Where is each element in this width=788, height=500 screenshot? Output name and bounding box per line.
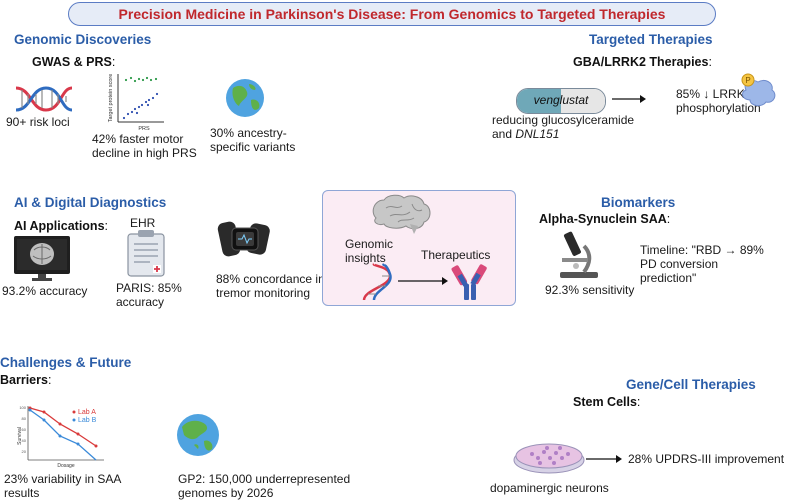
gene-heading: Gene/Cell Therapies xyxy=(626,377,756,392)
barriers-subheading: Barriers: xyxy=(0,373,52,387)
dna-strand-icon xyxy=(362,262,392,301)
svg-text:20: 20 xyxy=(22,449,27,454)
variability-text: 23% variability in SAA results xyxy=(4,472,121,500)
svg-text:100: 100 xyxy=(19,405,26,410)
chart-ylabel: Survival xyxy=(17,427,23,445)
ai-accuracy-text: 93.2% accuracy xyxy=(2,284,88,298)
gene-arrow-icon xyxy=(586,455,622,463)
smartwatch-icon xyxy=(217,221,270,257)
microscope-icon xyxy=(560,231,598,278)
sensitivity-text: 92.3% sensitivity xyxy=(545,283,635,297)
tremor-text: 88% concordance in tremor monitoring xyxy=(216,272,325,300)
gwas-prs-subheading: GWAS & PRS: xyxy=(32,55,116,69)
ai-applications-subheading: AI Applications: xyxy=(14,219,108,233)
clipboard-icon xyxy=(127,230,165,277)
monitor-brain-icon xyxy=(14,236,70,281)
antibody-icon xyxy=(451,264,487,300)
protein-icon: P xyxy=(741,73,776,107)
chart-xlabel: Dosage xyxy=(57,463,74,469)
center-arrow-icon xyxy=(398,277,448,285)
biomarkers-heading: Biomarkers xyxy=(601,195,676,210)
pill-label: venglustat xyxy=(533,93,589,107)
venglustat-pill: venglustat xyxy=(516,88,606,114)
survival-chart: 100 80 60 40 20 Survival Dosage Lab A Lab B xyxy=(17,405,104,469)
svg-text:60: 60 xyxy=(22,427,27,432)
globe-asia-icon xyxy=(177,414,219,456)
ehr-label: EHR xyxy=(130,216,156,230)
stem-cells-subheading: Stem Cells: xyxy=(573,395,641,409)
legend-lab-a: Lab A xyxy=(78,409,96,416)
neurons-text: dopaminergic neurons xyxy=(490,481,609,495)
prs-scatter-plot: Target protein score PRS xyxy=(108,74,164,132)
arrow-icon xyxy=(612,95,646,103)
risk-loci-text: 90+ risk loci xyxy=(6,115,70,129)
gba-lrrk2-subheading: GBA/LRRK2 Therapies: xyxy=(573,55,712,69)
svg-text:80: 80 xyxy=(22,416,27,421)
svg-text:40: 40 xyxy=(22,438,27,443)
plot-ylabel: Target protein score xyxy=(108,74,114,123)
timeline-text: Timeline: "RBD → 89% PD conversion predi… xyxy=(640,243,764,285)
motor-decline-text: 42% faster motor decline in high PRS xyxy=(92,132,197,160)
genomic-heading: Genomic Discoveries xyxy=(14,32,152,47)
alpha-synuclein-subheading: Alpha-Synuclein SAA: xyxy=(539,212,671,226)
dna-helix-icon xyxy=(15,86,73,112)
ai-heading: AI & Digital Diagnostics xyxy=(14,195,167,210)
challenges-heading: Challenges & Future xyxy=(0,355,132,370)
updrs-text: 28% UPDRS-III improvement xyxy=(628,452,785,466)
ancestry-text: 30% ancestry-specific variants xyxy=(210,126,296,154)
brain-icon xyxy=(372,194,431,234)
gp2-text: GP2: 150,000 underrepresented genomes by… xyxy=(178,472,351,500)
phospho-badge: P xyxy=(745,76,750,85)
glucosylceramide-text: reducing glucosylceramide and DNL151 xyxy=(492,113,635,141)
petri-dish-icon xyxy=(513,443,585,474)
title-banner: Precision Medicine in Parkinson's Diseas… xyxy=(68,2,716,26)
lrrk2-text: 85% ↓ LRRK2 phosphorylation xyxy=(676,87,761,115)
plot-xlabel: PRS xyxy=(138,126,150,132)
page-title: Precision Medicine in Parkinson's Diseas… xyxy=(118,6,666,22)
genomic-insights-text: Genomic insights xyxy=(345,237,394,265)
therapeutics-text: Therapeutics xyxy=(421,248,491,262)
legend-lab-b: Lab B xyxy=(78,417,97,424)
paris-text: PARIS: 85% accuracy xyxy=(116,281,182,309)
globe-icon xyxy=(226,79,264,117)
targeted-heading: Targeted Therapies xyxy=(589,32,713,47)
